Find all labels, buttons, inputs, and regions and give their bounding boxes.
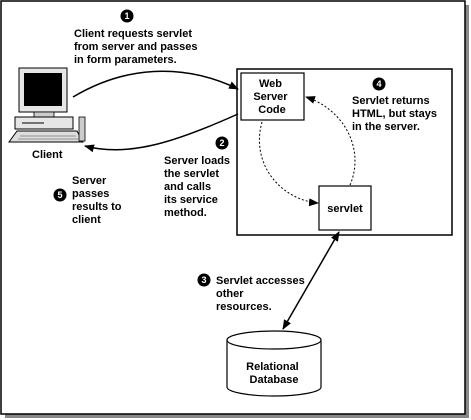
computer-icon (8, 67, 86, 143)
load-servlet-arrow (258, 121, 319, 207)
response-arrow (84, 113, 239, 153)
step-4-number: 4 (376, 79, 381, 89)
step-3-number: 3 (201, 275, 206, 285)
step-1-badge (120, 9, 134, 23)
step-4-text: Servlet returns HTML, but stays in the s… (352, 95, 440, 133)
servlet-box (318, 185, 372, 231)
request-arrow (72, 70, 239, 98)
step-5-text: Server passes results to client (72, 175, 125, 226)
database-label: Relational Database (246, 361, 302, 386)
step-1-text: Client requests servlet from server and … (74, 28, 201, 66)
step-5-badge (53, 188, 67, 202)
client-label: Client (32, 149, 63, 161)
step-4-badge (372, 77, 386, 91)
servlet-label: servlet (327, 203, 363, 215)
step-2-text: Server loads the servlet and calls its s… (164, 155, 233, 219)
step-3-badge (197, 273, 211, 287)
web-server-code-label: Web Server Code (253, 78, 290, 116)
step-1-number: 1 (124, 11, 129, 21)
return-html-arrow (305, 96, 356, 186)
step-5-number: 5 (57, 190, 62, 200)
resource-access-arrow (282, 231, 340, 330)
step-2-badge (215, 136, 229, 150)
web-server-code-box (240, 72, 305, 121)
step-3-text: Servlet accesses other resources. (216, 275, 308, 313)
database-icon (226, 330, 322, 397)
step-2-number: 2 (219, 138, 224, 148)
